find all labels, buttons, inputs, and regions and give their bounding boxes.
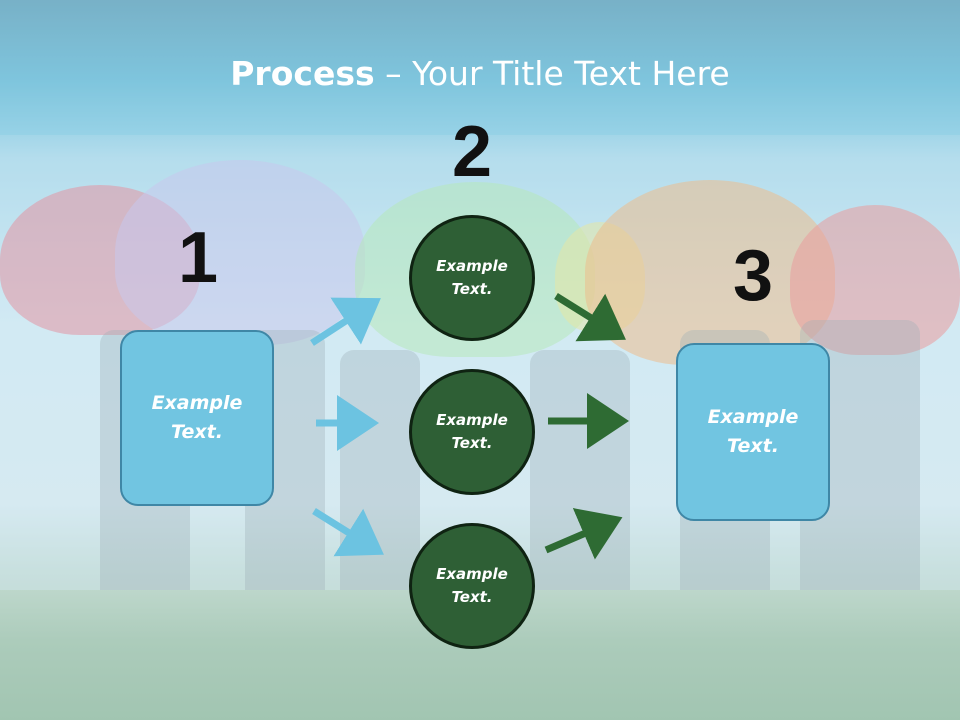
title-rest: – Your Title Text Here [374, 54, 730, 93]
circle-middle-line-2: Text. [451, 434, 493, 452]
circle-top[interactable]: Example Text. [409, 215, 535, 341]
arrow-right-bottom [544, 508, 623, 560]
left-box-line-2: Text. [171, 421, 223, 443]
title-bold: Process [230, 54, 375, 93]
title-banner [0, 0, 960, 135]
step-number-1: 1 [177, 218, 219, 298]
circle-bottom-line-2: Text. [451, 588, 493, 606]
circle-middle-line-1: Example [436, 411, 508, 429]
left-text-box[interactable]: Example Text. [120, 330, 274, 506]
circle-bottom-line-1: Example [436, 565, 508, 583]
left-box-line-1: Example [151, 392, 243, 414]
circle-bottom[interactable]: Example Text. [409, 523, 535, 649]
umbrella-red-right [790, 205, 960, 355]
step-number-2: 2 [451, 112, 493, 192]
right-box-line-1: Example [707, 406, 799, 428]
arrow-right-top [554, 293, 626, 342]
circle-middle[interactable]: Example Text. [409, 369, 535, 495]
slide-title: Process – Your Title Text Here [0, 52, 960, 96]
right-box-line-2: Text. [727, 435, 779, 457]
right-text-box[interactable]: Example Text. [676, 343, 830, 521]
arrow-left-bottom [312, 508, 384, 557]
step-number-3: 3 [732, 236, 774, 316]
umbrella-lavender [115, 160, 365, 345]
circle-top-line-1: Example [436, 257, 508, 275]
arrow-left-top [310, 297, 381, 346]
circle-top-line-2: Text. [451, 280, 493, 298]
